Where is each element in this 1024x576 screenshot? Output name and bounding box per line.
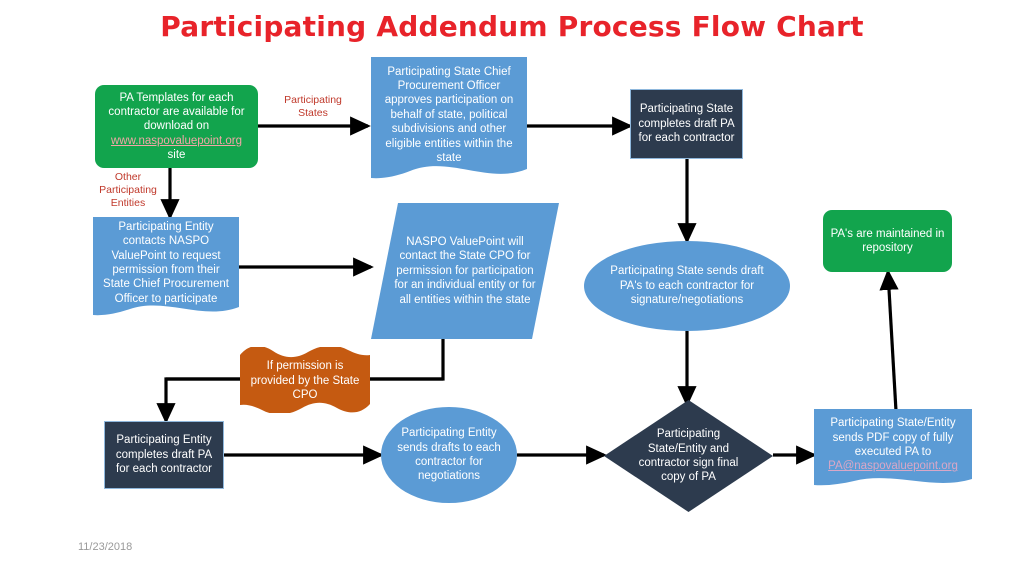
page-title: Participating Addendum Process Flow Char… [160, 10, 864, 43]
pdf-copy-line-3: executed PA to [854, 446, 932, 458]
footer-date: 11/23/2018 [78, 541, 133, 553]
edge-label-line-3: Entities [110, 197, 146, 210]
pdf-copy-line-2: sends PDF copy of fully [832, 431, 954, 444]
document-shape-icon [814, 409, 972, 486]
node-state-sends-drafts[interactable]: Participating State sends draft PA's to … [584, 241, 790, 331]
ellipse-shape-icon [584, 241, 790, 331]
pa-templates-line-3-prefix: download on [143, 120, 210, 133]
node-entity-contacts-naspo-text: Participating Entity contacts NASPO Valu… [103, 220, 229, 305]
document-shape-icon [93, 217, 239, 316]
node-entity-completes-draft[interactable]: Participating Entity completes draft PA … [104, 421, 224, 489]
wave-banner-shape-icon [240, 345, 370, 415]
node-entity-sends-drafts[interactable]: Participating Entity sends drafts to eac… [381, 407, 517, 503]
pa-templates-line-3-suffix: site [167, 149, 186, 162]
node-entity-completes-draft-text: Participating Entity completes draft PA … [115, 434, 213, 476]
naspo-website-link[interactable]: www.naspovaluepoint.org [110, 134, 243, 147]
edge-label-line-1: Other [114, 171, 142, 183]
node-if-permission[interactable]: If permission is provided by the State C… [240, 345, 370, 415]
node-pas-maintained-text: PA's are maintained in repository [830, 227, 945, 254]
node-pa-templates[interactable]: PA Templates for each contractor are ava… [95, 85, 258, 168]
edge-label-line-2: States [298, 107, 328, 120]
edge-label-other-entities: Other Participating Entities [88, 171, 168, 210]
pa-email-link[interactable]: PA@naspovaluepoint.org [828, 460, 958, 473]
node-sign-final-copy[interactable]: Participating State/Entity and contracto… [604, 400, 773, 512]
edge-label-participating-states: Participating States [272, 94, 354, 120]
diamond-shape-icon [604, 400, 773, 512]
pdf-copy-line-1: Participating State/Entity [830, 417, 956, 430]
node-sign-final-copy-text: Participating State/Entity and contracto… [638, 428, 739, 484]
parallelogram-shape-icon [371, 203, 559, 339]
node-naspo-will-contact[interactable]: NASPO ValuePoint will contact the State … [371, 203, 559, 339]
node-state-sends-drafts-text: Participating State sends draft PA's to … [610, 265, 764, 307]
node-naspo-will-contact-text: NASPO ValuePoint will contact the State … [394, 236, 536, 306]
edge-pdf-to-repository [879, 269, 899, 412]
node-state-cpo-approves[interactable]: Participating State Chief Procurement Of… [371, 57, 527, 185]
ellipse-shape-icon [381, 407, 517, 503]
edge-label-line-2: Participating [99, 184, 157, 197]
pa-templates-line-2: contractor are available for [108, 105, 245, 118]
edge-label-line-1: Participating [284, 94, 342, 106]
node-sends-pdf-copy-text: Participating State/Entity sends PDF cop… [814, 409, 972, 491]
node-entity-contacts-naspo[interactable]: Participating Entity contacts NASPO Valu… [93, 217, 239, 321]
node-state-completes-draft-text: Participating State completes draft PA f… [638, 103, 735, 145]
node-pa-templates-text: PA Templates for each contractor are ava… [101, 91, 252, 163]
node-sends-pdf-copy[interactable]: Participating State/Entity sends PDF cop… [814, 409, 972, 491]
pdf-copy-text-lines: Participating State/Entity sends PDF cop… [828, 416, 958, 474]
node-state-completes-draft[interactable]: Participating State completes draft PA f… [630, 89, 743, 159]
node-state-cpo-approves-text: Participating State Chief Procurement Of… [384, 65, 514, 164]
node-pas-maintained[interactable]: PA's are maintained in repository [823, 210, 952, 272]
pa-templates-line-1: PA Templates for each [119, 91, 234, 104]
node-if-permission-text: If permission is provided by the State C… [250, 360, 360, 402]
document-shape-icon [371, 57, 527, 179]
node-entity-sends-drafts-text: Participating Entity sends drafts to eac… [397, 427, 501, 483]
